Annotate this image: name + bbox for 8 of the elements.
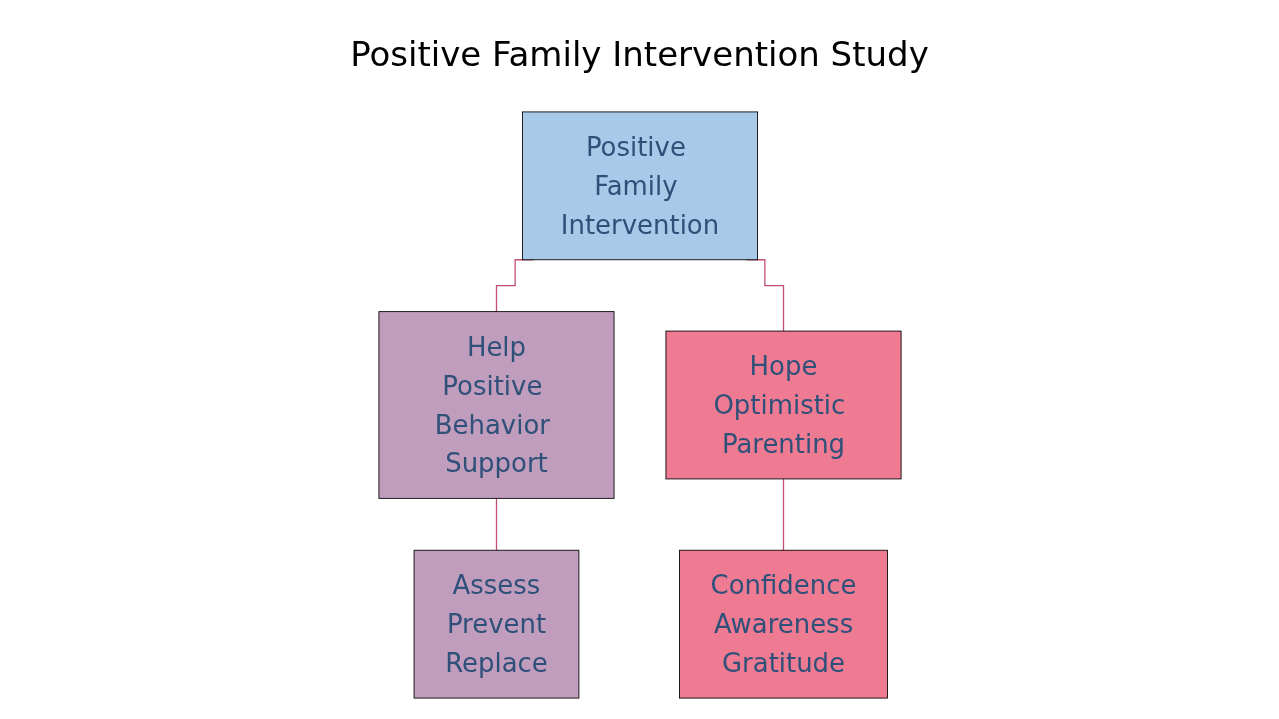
connector (495, 497, 498, 551)
node-box: Confidence Awareness Gratitude (679, 549, 888, 699)
connector (782, 478, 785, 551)
node-box: Positive Family Intervention (522, 111, 758, 261)
node-box: Hope Optimistic Parenting (665, 330, 902, 480)
node-box: Assess Prevent Replace (413, 549, 580, 699)
diagram-title: Positive Family Intervention Study (349, 34, 930, 74)
node-box: Help Positive Behavior Support (378, 311, 615, 499)
